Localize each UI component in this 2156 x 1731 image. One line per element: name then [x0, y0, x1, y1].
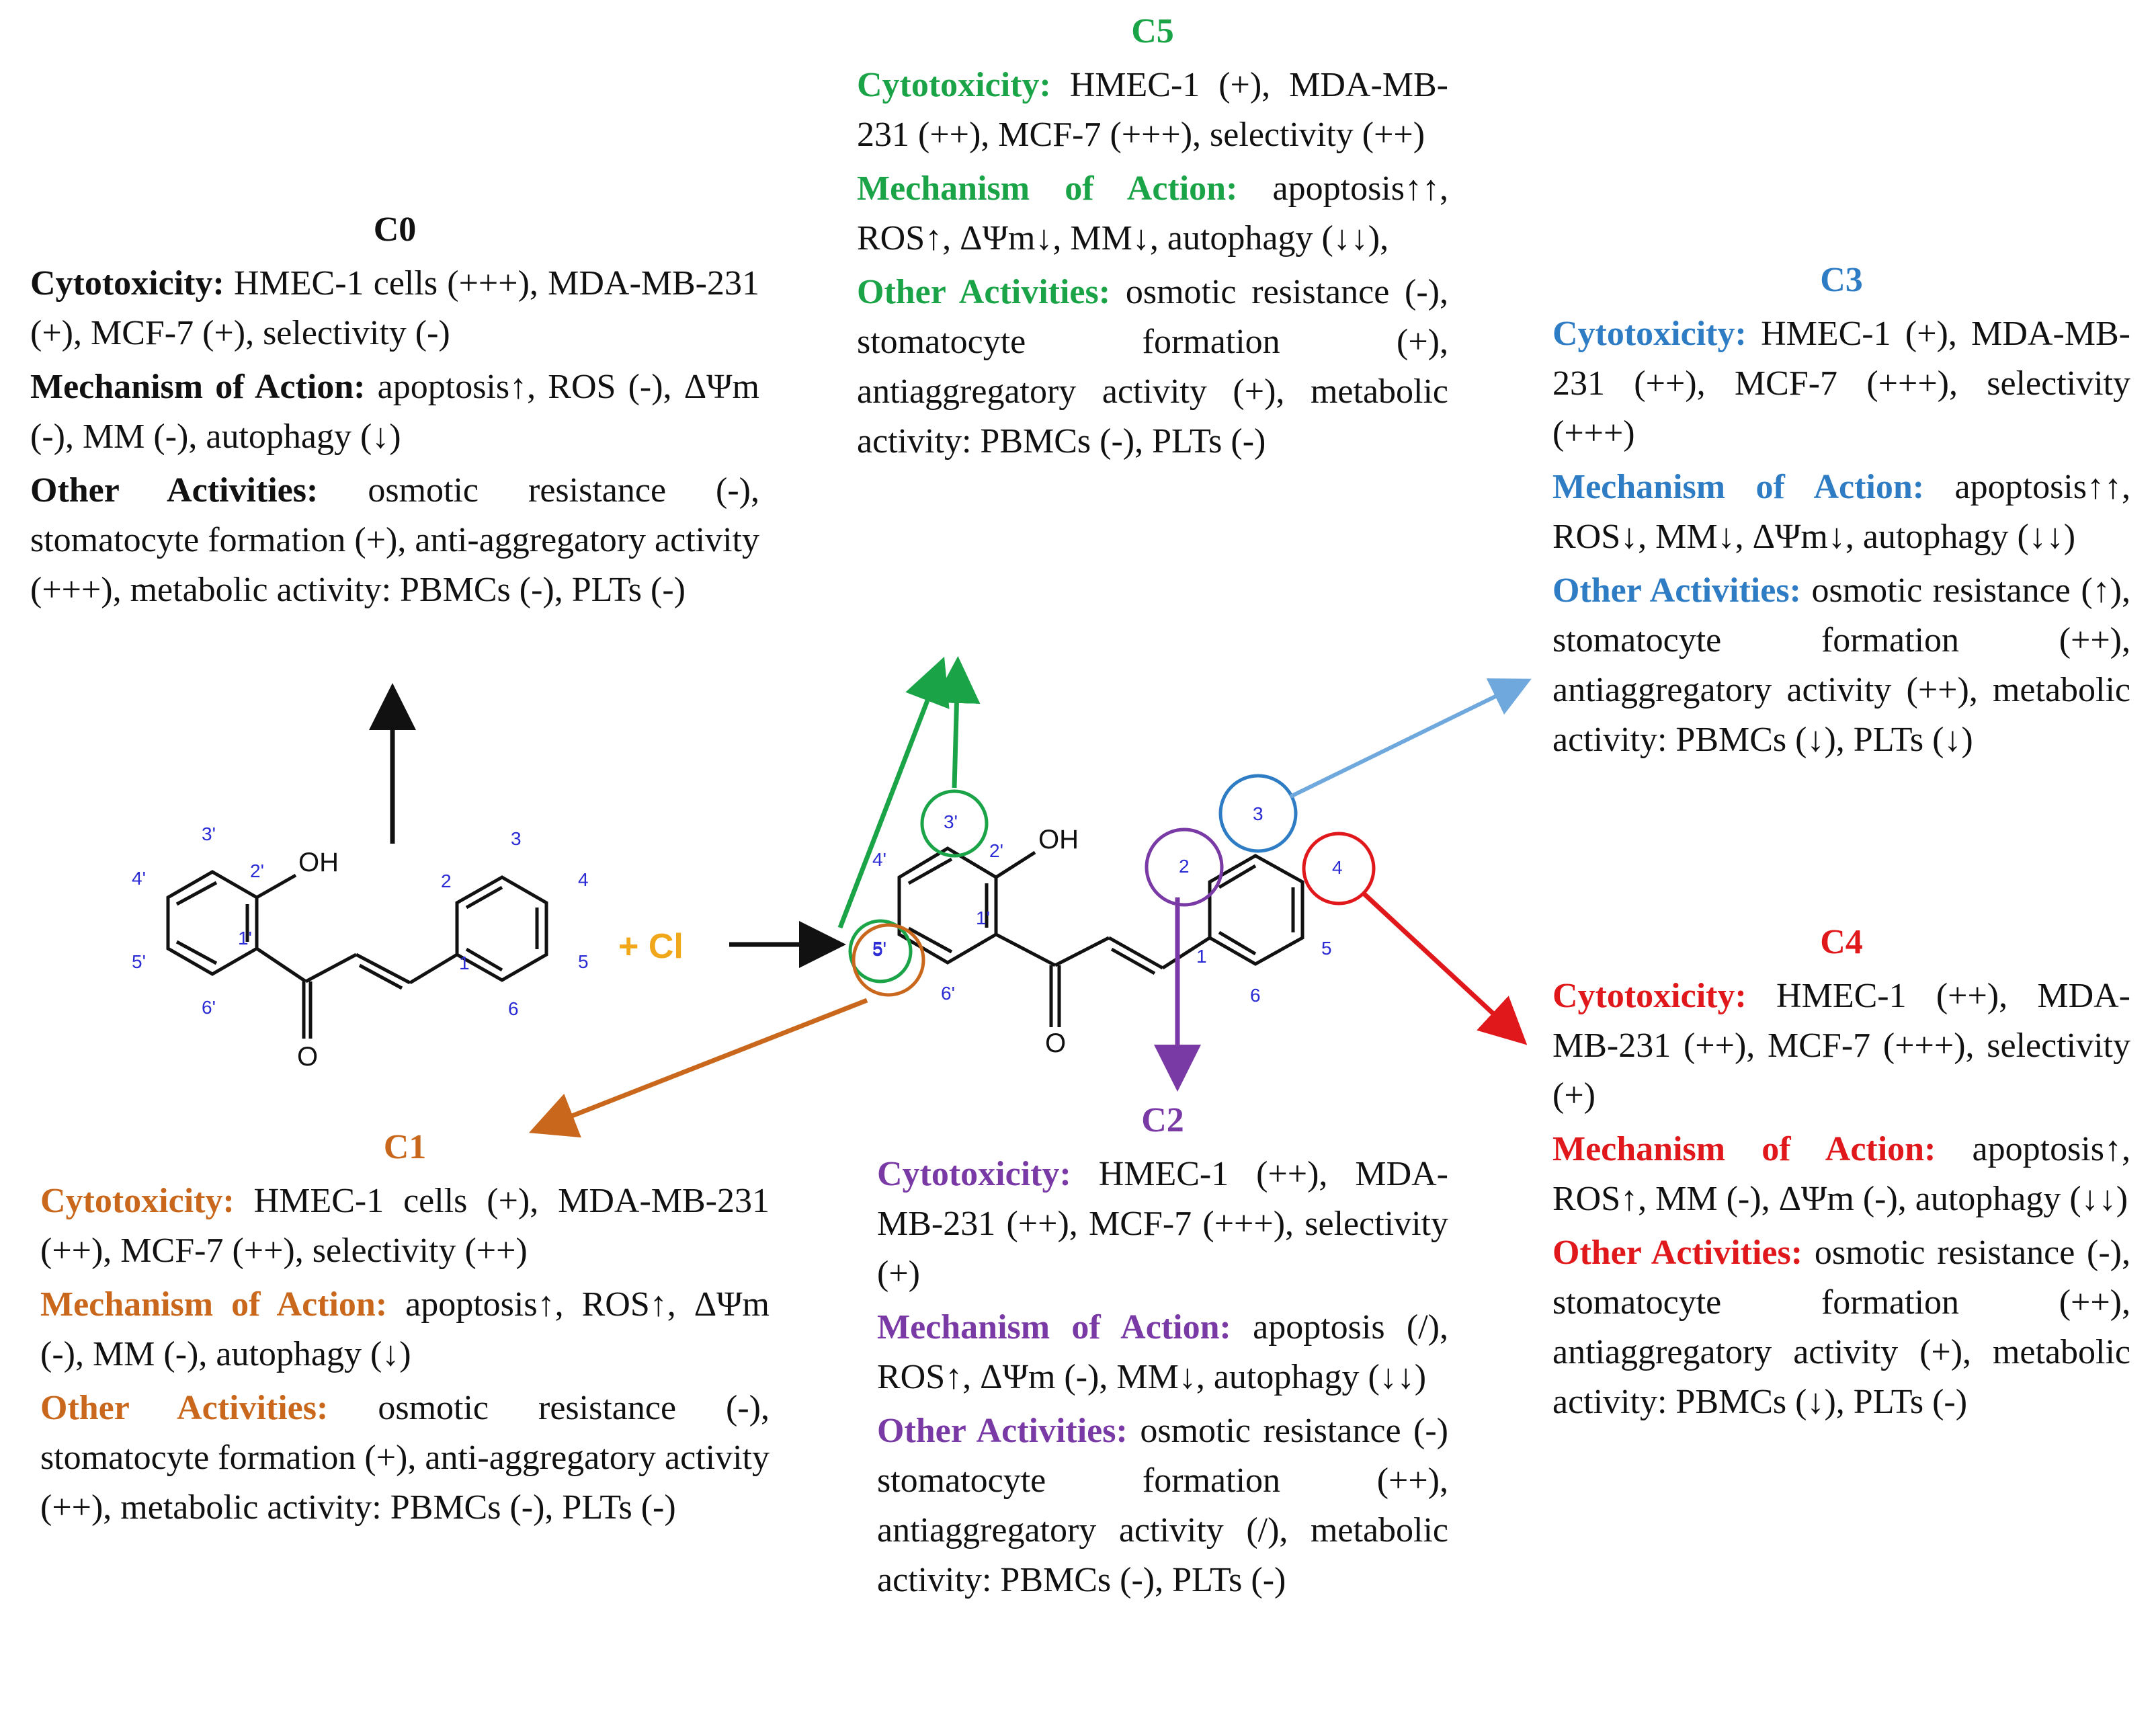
panel-c2-title: C2 — [1141, 1101, 1184, 1139]
oh-bond — [255, 873, 297, 899]
panel-c4-cytotoxicity: Cytotoxicity: HMEC-1 (++), MDA-MB-231 (+… — [1552, 977, 2130, 1115]
panel-c5-other: Other Activities: osmotic resistance (-)… — [857, 273, 1448, 460]
site-3-circle — [1218, 774, 1298, 853]
site-5prime-label: 5' — [872, 939, 886, 960]
panel-c0-title: C0 — [373, 210, 417, 249]
svg-text:1: 1 — [1196, 946, 1207, 967]
panel-c0-other: Other Activities: osmotic resistance (-)… — [30, 471, 759, 609]
arrow-to-c5-b — [933, 656, 981, 789]
ring-a-right — [897, 846, 998, 965]
panel-c2-other: Other Activities: osmotic resistance (-)… — [877, 1412, 1448, 1599]
panel-c0-mechanism: Mechanism of Action: apoptosis↑, ROS (-)… — [30, 368, 759, 456]
right-oh-label: OH — [1038, 825, 1079, 854]
svg-text:6': 6' — [941, 983, 955, 1004]
ring-b-right — [1208, 854, 1304, 966]
arrow-to-c4 — [1362, 892, 1528, 1045]
left-oh-label: OH — [298, 848, 339, 877]
site-5prime-green-circle — [848, 919, 913, 983]
svg-text:4: 4 — [578, 869, 589, 890]
panel-c5-cytotoxicity: Cytotoxicity: HMEC-1 (+), MDA-MB-231 (++… — [857, 66, 1448, 154]
panel-c1-other: Other Activities: osmotic resistance (-)… — [40, 1389, 770, 1527]
arrow-to-c1 — [528, 998, 868, 1138]
panel-c3-title: C3 — [1820, 261, 1863, 299]
panel-c5-title: C5 — [1131, 12, 1174, 50]
parent-chalcone — [166, 870, 548, 1039]
panel-c1-mechanism: Mechanism of Action: apoptosis↑, ROS↑, Δ… — [40, 1285, 770, 1373]
panel-c0: C0 Cytotoxicity: HMEC-1 cells (+++), MDA… — [30, 205, 759, 619]
panel-c3-mechanism: Mechanism of Action: apoptosis↑↑, ROS↓, … — [1552, 468, 2130, 556]
plus-cl-label: + Cl — [618, 927, 683, 966]
panel-c3: C3 Cytotoxicity: HMEC-1 (+), MDA-MB-231 … — [1552, 255, 2130, 769]
panel-c5: C5 Cytotoxicity: HMEC-1 (+), MDA-MB-231 … — [857, 7, 1448, 471]
panel-c1-title: C1 — [383, 1128, 427, 1166]
arrow-to-c3 — [1289, 678, 1532, 799]
site-3-label: 3 — [1253, 803, 1263, 824]
svg-text:3': 3' — [202, 823, 216, 844]
svg-text:6: 6 — [1250, 985, 1261, 1006]
right-position-numbers: 4' 2' 1' 5' 6' 1 5 6 — [872, 840, 1332, 1006]
site-2-label: 2 — [1179, 856, 1190, 877]
panel-c1: C1 Cytotoxicity: HMEC-1 cells (+), MDA-M… — [40, 1123, 770, 1537]
svg-text:4': 4' — [132, 868, 146, 889]
panel-c1-cytotoxicity: Cytotoxicity: HMEC-1 cells (+), MDA-MB-2… — [40, 1182, 770, 1270]
panel-c2-mechanism: Mechanism of Action: apoptosis (/), ROS↑… — [877, 1308, 1448, 1396]
panel-c3-cytotoxicity: Cytotoxicity: HMEC-1 (+), MDA-MB-231 (++… — [1552, 315, 2130, 452]
site-2-circle — [1145, 828, 1224, 907]
svg-text:6': 6' — [202, 997, 216, 1018]
panel-c0-cytotoxicity: Cytotoxicity: HMEC-1 cells (+++), MDA-MB… — [30, 264, 759, 352]
ring-b — [455, 875, 548, 982]
svg-text:1': 1' — [238, 928, 252, 949]
svg-text:5': 5' — [872, 938, 886, 959]
site-4-circle — [1302, 832, 1376, 905]
panel-c2: C2 Cytotoxicity: HMEC-1 (++), MDA-MB-231… — [877, 1096, 1448, 1609]
chlorinated-chalcone — [897, 846, 1304, 1027]
svg-text:6: 6 — [508, 998, 519, 1019]
arrow-to-c5-a — [837, 656, 950, 929]
panel-c5-mechanism: Mechanism of Action: apoptosis↑↑, ROS↑, … — [857, 169, 1448, 257]
ring-a — [166, 870, 259, 976]
svg-text:2': 2' — [989, 840, 1003, 861]
svg-text:2: 2 — [441, 871, 452, 891]
site-3prime-circle — [920, 789, 989, 858]
panel-c4-title: C4 — [1820, 923, 1863, 961]
svg-text:5: 5 — [1321, 938, 1332, 959]
left-o-label: O — [297, 1042, 318, 1072]
panel-c4: C4 Cytotoxicity: HMEC-1 (++), MDA-MB-231… — [1552, 918, 2130, 1431]
panel-c2-cytotoxicity: Cytotoxicity: HMEC-1 (++), MDA-MB-231 (+… — [877, 1155, 1448, 1293]
svg-text:4': 4' — [872, 849, 886, 870]
svg-text:1: 1 — [459, 953, 470, 973]
svg-text:1': 1' — [976, 908, 990, 928]
panel-c4-other: Other Activities: osmotic resistance (-)… — [1552, 1234, 2130, 1421]
site-3prime-label: 3' — [944, 811, 958, 832]
right-o-label: O — [1045, 1029, 1066, 1058]
svg-text:3: 3 — [511, 828, 522, 849]
svg-text:2': 2' — [250, 860, 264, 881]
site-4-label: 4 — [1332, 857, 1343, 878]
left-position-numbers: 3' 4' 2' 1' 5' 6' 2 3 4 1 5 6 — [132, 823, 589, 1019]
panel-c4-mechanism: Mechanism of Action: apoptosis↑, ROS↑, M… — [1552, 1130, 2130, 1218]
svg-text:5': 5' — [132, 951, 146, 972]
panel-c3-other: Other Activities: osmotic resistance (↑)… — [1552, 571, 2131, 759]
site-5prime-orange-circle — [852, 923, 925, 997]
svg-text:5: 5 — [578, 951, 589, 972]
